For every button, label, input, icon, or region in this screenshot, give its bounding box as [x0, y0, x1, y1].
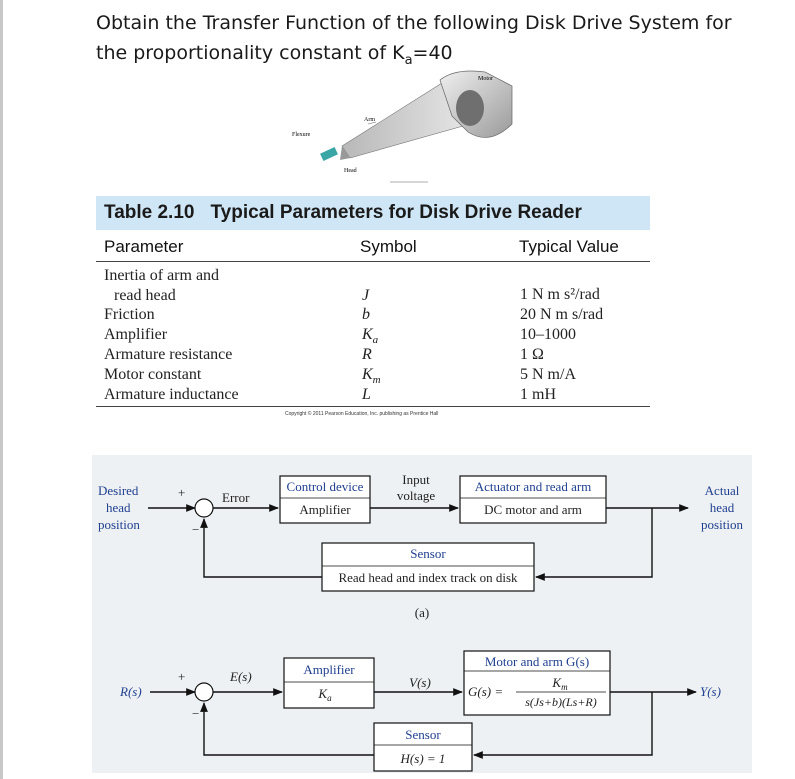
sensor-transfer: H(s) = 1 [400, 751, 446, 766]
disk-drive-illustration: Motor Arm Flexure Head [292, 70, 513, 183]
symbol-cell: Ka [362, 326, 379, 347]
symbol-cell: b [362, 306, 370, 323]
g-numerator: Km [551, 675, 568, 692]
symbol-cell: J [362, 287, 370, 304]
control-device-title: Control device [287, 479, 364, 494]
param-cell: Friction [104, 306, 155, 323]
actuator-title: Actuator and read arm [475, 479, 592, 494]
value-cell: 1 Ω [520, 346, 544, 363]
copyright-note: Copyright © 2011 Pearson Education, Inc.… [285, 411, 439, 417]
plus-sign: + [178, 485, 185, 500]
flexure-label: Flexure [292, 132, 311, 138]
output-label-line3: position [701, 517, 743, 532]
param-cell: Motor constant [104, 366, 202, 383]
g-equals-label: G(s) = [468, 684, 503, 699]
feedback-to-junction [200, 702, 374, 756]
actuator-body: DC motor and arm [484, 502, 582, 517]
value-cell: 10–1000 [520, 326, 576, 343]
param-cell: Armature resistance [104, 346, 233, 363]
symbol-cell: Km [362, 366, 381, 387]
motor-shape [439, 70, 513, 138]
amplifier-box [283, 657, 375, 709]
problem-line-2: the proportionality constant of Ka=40 [96, 42, 453, 68]
param-cell: Amplifier [104, 326, 168, 343]
table-header-rule [96, 261, 650, 262]
sensor-body: Read head and index track on disk [338, 570, 518, 585]
symbol-cell: R [362, 346, 372, 363]
actuator-box [459, 475, 607, 524]
g-denominator: s(Js+b)(Ls+R) [525, 695, 597, 709]
page-edge [0, 0, 3, 779]
minus-sign: − [192, 706, 199, 721]
caption-a: (a) [415, 605, 429, 620]
header-parameter: Parameter [104, 237, 184, 256]
summing-junction [194, 682, 214, 702]
value-cell: 1 N m s²/rad [520, 286, 600, 303]
symbol-cell: L [362, 386, 371, 403]
control-device-body: Amplifier [299, 502, 351, 517]
output-label-y: Y(s) [700, 684, 721, 699]
problem-line-1: Obtain the Transfer Function of the foll… [96, 12, 732, 34]
amplifier-gain: Ka [317, 686, 332, 703]
input-label-line2: head [106, 500, 131, 515]
arm-label: Arm [364, 117, 375, 123]
feedback-to-sensor [473, 692, 653, 759]
table-title-bar: Table 2.10 Typical Parameters for Disk Dr… [96, 196, 650, 230]
param-cell: Armature inductance [104, 386, 239, 403]
control-device-box [279, 475, 371, 524]
plus-sign: + [178, 669, 185, 684]
output-label-line1: Actual [705, 483, 740, 498]
table-number: Table 2.10 [104, 202, 195, 223]
table-row: Inertia of arm and [104, 266, 219, 286]
amplifier-title: Amplifier [303, 662, 355, 677]
value-cell: 20 N m s/rad [520, 306, 604, 323]
motor-label: Motor [478, 76, 493, 82]
feedback-to-sensor [535, 508, 653, 581]
sensor-box [321, 542, 535, 592]
feedback-to-junction [200, 518, 322, 578]
problem-statement: Obtain the Transfer Function of the foll… [96, 8, 736, 76]
minus-sign: − [192, 522, 199, 537]
summing-junction [194, 498, 214, 518]
error-label-e: E(s) [229, 669, 252, 684]
diagram-b: R(s) + − E(s) Amplifier Ka V(s) Motor an… [119, 650, 721, 772]
sensor-title: Sensor [405, 727, 441, 742]
head-label: Head [344, 168, 357, 174]
table-bottom-rule [96, 406, 650, 407]
param-cell: read head [114, 287, 176, 304]
value-cell: 5 N m/A [520, 366, 576, 383]
param-cell: Inertia of arm and [104, 267, 220, 284]
sensor-title: Sensor [410, 546, 446, 561]
voltage-label-v: V(s) [409, 675, 431, 690]
header-symbol: Symbol [360, 237, 417, 256]
input-label-line3: position [98, 517, 140, 532]
voltage-label-line2: voltage [397, 488, 435, 503]
head-flexure-shape [320, 146, 338, 162]
output-label-line2: head [710, 500, 735, 515]
motor-arm-box [463, 650, 611, 716]
value-cell: 1 mH [520, 386, 556, 403]
header-typical-value: Typical Value [519, 237, 619, 256]
diagram-a: Desired head position + − Error Control … [98, 472, 743, 620]
input-label-line1: Desired [98, 483, 139, 498]
motor-arm-title: Motor and arm G(s) [485, 654, 589, 669]
block-diagrams: Desired head position + − Error Control … [92, 455, 752, 773]
table-title: Typical Parameters for Disk Drive Reader [210, 202, 582, 223]
sensor-box [373, 722, 473, 772]
error-label: Error [222, 490, 250, 505]
voltage-label-line1: Input [402, 472, 430, 487]
input-label-r: R(s) [119, 684, 142, 699]
